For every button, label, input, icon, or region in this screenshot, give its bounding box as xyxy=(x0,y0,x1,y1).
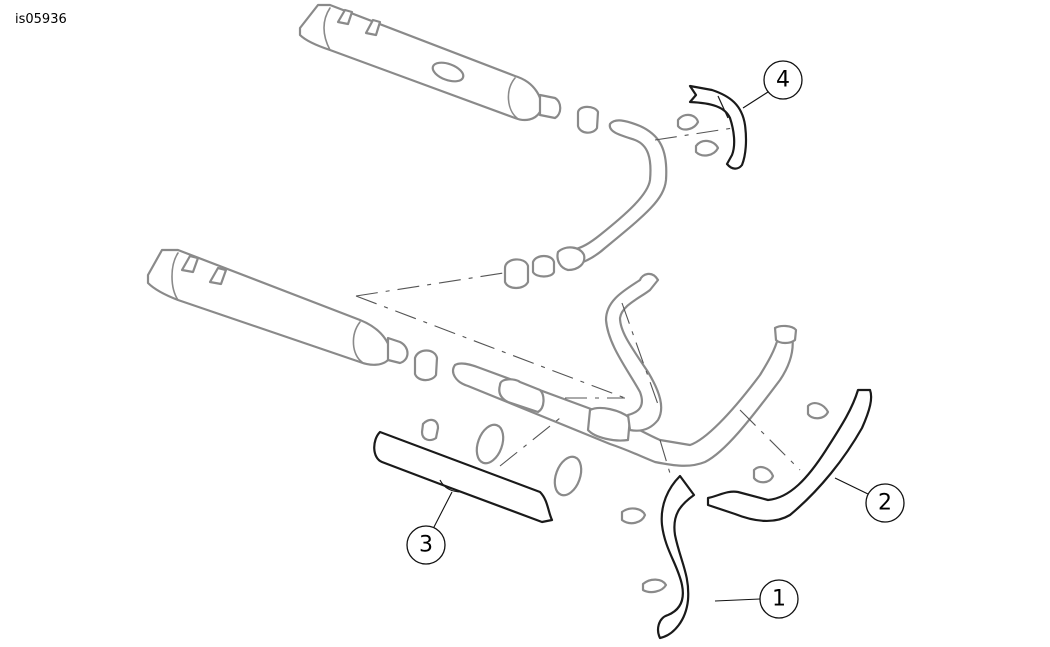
callout-1: 1 xyxy=(759,579,799,619)
heat-shield-1 xyxy=(657,474,696,640)
lower-muffler-clamp xyxy=(413,349,439,382)
svg-text:4: 4 xyxy=(776,68,790,93)
callout-2: 2 xyxy=(865,483,905,523)
heat-shield-2 xyxy=(706,388,873,522)
upper-muffler xyxy=(298,3,562,122)
heat-shield-3 xyxy=(373,430,554,524)
svg-text:1: 1 xyxy=(772,587,786,612)
upper-clamp xyxy=(576,105,600,134)
figure-id: is05936 xyxy=(15,12,67,27)
svg-text:3: 3 xyxy=(419,533,433,558)
callout-4: 4 xyxy=(763,60,803,100)
lower-muffler xyxy=(146,248,409,366)
heat-shield-4 xyxy=(688,84,748,170)
front-head-pipe xyxy=(604,272,663,432)
upper-head-pipe xyxy=(556,119,668,272)
assembly-leader-lines xyxy=(355,127,801,481)
callout-3: 3 xyxy=(406,525,446,565)
mid-clamps xyxy=(503,254,556,290)
loose-clamps xyxy=(420,113,830,594)
svg-text:2: 2 xyxy=(878,491,892,516)
callout-leaders xyxy=(433,91,869,602)
